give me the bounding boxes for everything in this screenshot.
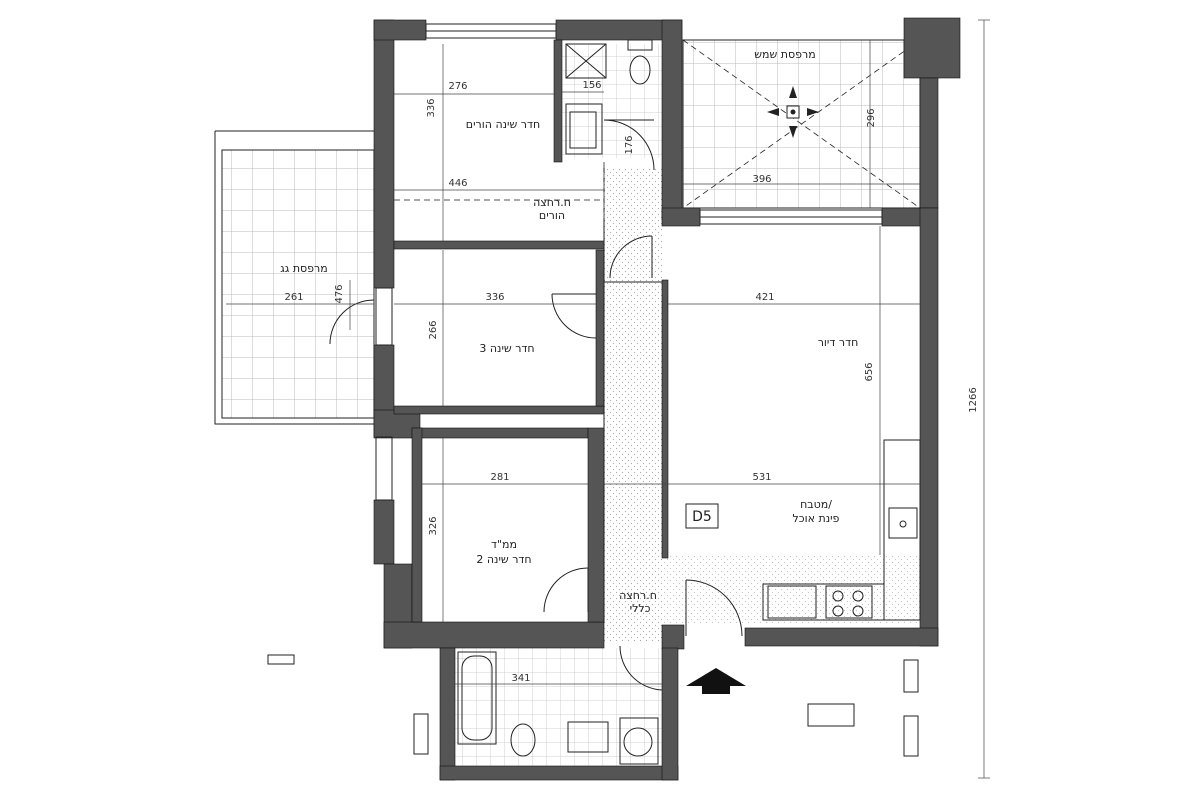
- dim-living-width: 421: [755, 292, 774, 303]
- dim-overall: 1266: [968, 387, 979, 412]
- dim-bed3-width: 336: [485, 292, 504, 303]
- label-master-bath-1: ח.רחצה: [533, 196, 571, 209]
- master-bath-tiles: [562, 44, 662, 158]
- label-kitchen-1: מטבח/: [800, 498, 832, 511]
- general-bath-tiles: [455, 648, 662, 766]
- dim-kitchen-width: 531: [752, 472, 771, 483]
- dimension-lines: [226, 19, 990, 779]
- sun-balcony: [682, 39, 921, 209]
- dim-sun-width: 396: [752, 174, 771, 185]
- dim-roof-door: 476: [334, 284, 345, 303]
- dim-master-width-top: 276: [448, 81, 467, 92]
- label-mamad-1: ממ"ד: [491, 538, 517, 551]
- label-kitchen-2: פינת אוכל: [793, 512, 840, 525]
- dim-sun-height: 296: [866, 108, 877, 127]
- walls: [373, 17, 961, 781]
- thin-lines: [267, 23, 921, 765]
- oven: [767, 585, 817, 619]
- dim-bath-width: 156: [582, 80, 601, 91]
- dim-mamad-width: 281: [490, 472, 509, 483]
- dim-mamad-height: 326: [428, 516, 439, 535]
- corridor: [604, 168, 922, 643]
- doors: [329, 119, 743, 691]
- label-bedroom-3: חדר שינה 3: [479, 342, 534, 355]
- dim-master-width: 446: [448, 178, 467, 189]
- dim-roof-width: 261: [284, 292, 303, 303]
- dim-living-height: 656: [864, 362, 875, 381]
- entrance-arrow-icon: [686, 668, 746, 694]
- label-roof-balcony: מרפסת גג: [280, 262, 327, 275]
- dim-master-height: 336: [426, 98, 437, 117]
- label-master-bath-2: הורים: [539, 209, 565, 222]
- dim-bed3-height: 266: [428, 320, 439, 339]
- unit-code-box: [685, 503, 719, 529]
- roof-balcony: [214, 130, 375, 425]
- label-general-bath-1: ח.רחצה: [619, 589, 657, 602]
- label-master-bedroom: חדר שינה הורים: [466, 118, 540, 131]
- dim-general-bath-width: 341: [511, 673, 530, 684]
- label-general-bath-2: כללי: [630, 602, 651, 615]
- unit-code: D5: [692, 509, 712, 525]
- label-living-room: חדר דיור: [818, 336, 859, 349]
- sink: [888, 507, 918, 539]
- label-sun-balcony: מרפסת שמש: [754, 48, 815, 61]
- cooktop: [825, 585, 873, 619]
- label-mamad-2: חדר שינה 2: [476, 553, 531, 566]
- dim-bath-height: 176: [624, 135, 635, 154]
